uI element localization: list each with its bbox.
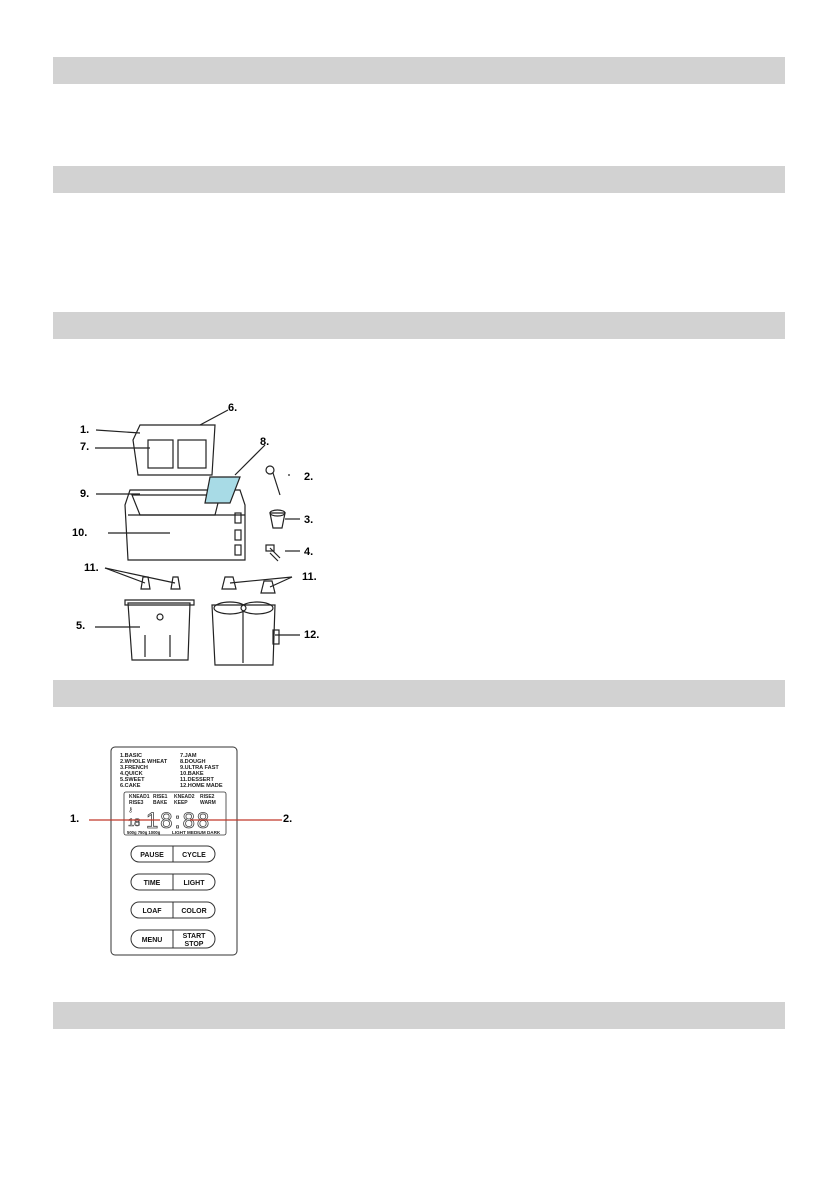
menu-item-10: 10.BAKE (180, 771, 204, 777)
menu-item-3: 3.FRENCH (120, 765, 148, 771)
time-button[interactable]: TIME (144, 880, 161, 887)
menu-item-2: 2.WHOLE WHEAT (120, 759, 168, 765)
menu-button[interactable]: MENU (142, 937, 163, 944)
section-header-bar-2 (53, 166, 785, 193)
stage-rise3: RISE3 (129, 800, 144, 806)
stage-rise2: RISE2 (200, 794, 215, 800)
section-header-bar-5 (53, 1002, 785, 1029)
menu-item-1: 1.BASIC (120, 753, 142, 759)
stage-rise1: RISE1 (153, 794, 168, 800)
menu-item-5: 5.SWEET (120, 777, 145, 783)
parts-callout-7: 7. (80, 441, 90, 453)
section-header-bar-4 (53, 680, 785, 707)
control-panel-drawing: 1.BASIC 2.WHOLE WHEAT 3.FRENCH 4.QUICK 5… (89, 746, 282, 956)
light-button[interactable]: LIGHT (184, 880, 206, 887)
parts-callout-10: 10. (72, 527, 88, 539)
parts-drawing (95, 409, 300, 666)
parts-callout-4: 4. (304, 546, 314, 558)
stage-warm: WARM (200, 800, 216, 806)
menu-item-7: 7.JAM (180, 753, 197, 759)
start-button[interactable]: START (183, 933, 207, 940)
menu-item-9: 9.ULTRA FAST (180, 765, 219, 771)
panel-callout-1: 1. (70, 813, 80, 825)
parts-callout-2: 2. (304, 471, 314, 483)
stage-knead2: KNEAD2 (174, 794, 195, 800)
parts-callout-3: 3. (304, 514, 314, 526)
menu-item-11: 11.DESSERT (180, 777, 214, 783)
stage-keep: KEEP (174, 800, 188, 806)
menu-item-12: 12.HOME MADE (180, 783, 223, 789)
parts-callout-8: 8. (260, 436, 270, 448)
section-header-bar-3 (53, 312, 785, 339)
menu-item-6: 6.CAKE (120, 783, 141, 789)
parts-callout-1: 1. (80, 424, 90, 436)
control-panel-figure: 1.BASIC 2.WHOLE WHEAT 3.FRENCH 4.QUICK 5… (60, 745, 300, 960)
menu-item-4: 4.QUICK (120, 771, 143, 777)
loaf-button[interactable]: LOAF (142, 908, 162, 915)
pause-button[interactable]: PAUSE (140, 852, 164, 859)
parts-callout-11-left: 11. (84, 562, 99, 574)
parts-callout-12: 12. (304, 629, 320, 641)
stop-button[interactable]: STOP (185, 941, 204, 948)
parts-figure (70, 395, 340, 675)
stage-knead1: KNEAD1 (129, 794, 150, 800)
parts-callout-11-right: 11. (302, 571, 317, 583)
stage-bake: BAKE (153, 800, 168, 806)
key-icon: ⚷ (128, 807, 133, 814)
parts-callout-6: 6. (228, 402, 238, 414)
color-button[interactable]: COLOR (181, 908, 206, 915)
panel-callout-2: 2. (283, 813, 293, 825)
section-header-bar-1 (53, 57, 785, 84)
menu-item-8: 8.DOUGH (180, 759, 206, 765)
lcd-weights: 500g 750g 1000g (127, 830, 161, 835)
lcd-crust: LIGHT MEDIUM DARK (172, 830, 221, 835)
parts-callout-9: 9. (80, 488, 90, 500)
lcd-small-digits: 18 (128, 817, 140, 829)
parts-callout-5: 5. (76, 620, 86, 632)
cycle-button[interactable]: CYCLE (182, 852, 206, 859)
